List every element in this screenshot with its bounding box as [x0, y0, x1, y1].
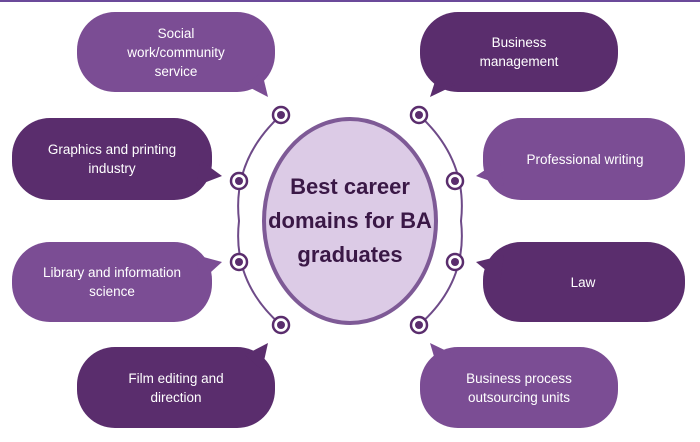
bubble-graphics: [12, 118, 222, 200]
bubble-library: [12, 242, 222, 322]
center-ellipse: [262, 117, 438, 325]
domain-label: Social work/community service: [127, 25, 225, 79]
domain-label: Graphics and printing industry: [47, 142, 177, 176]
bubble-bpo: [420, 343, 618, 428]
domain-label: Law: [570, 274, 596, 290]
bubble-professional-writing: [476, 118, 685, 200]
left-connector-arc: [237, 114, 282, 326]
domain-label: Business process outsourcing units: [466, 370, 572, 405]
domain-label: Film editing and direction: [128, 370, 224, 405]
center-title: Best career domains for BA graduates: [268, 174, 432, 267]
domain-label: Professional writing: [526, 151, 644, 167]
right-connector-arc: [418, 114, 463, 326]
domain-label: Library and information science: [42, 265, 182, 299]
bubble-social-work: [77, 12, 275, 97]
bubble-law: [476, 242, 685, 322]
top-border: [0, 0, 700, 2]
bubble-business-management: [420, 12, 618, 97]
domain-label: Business management: [479, 35, 559, 69]
bubble-film: [77, 343, 275, 428]
